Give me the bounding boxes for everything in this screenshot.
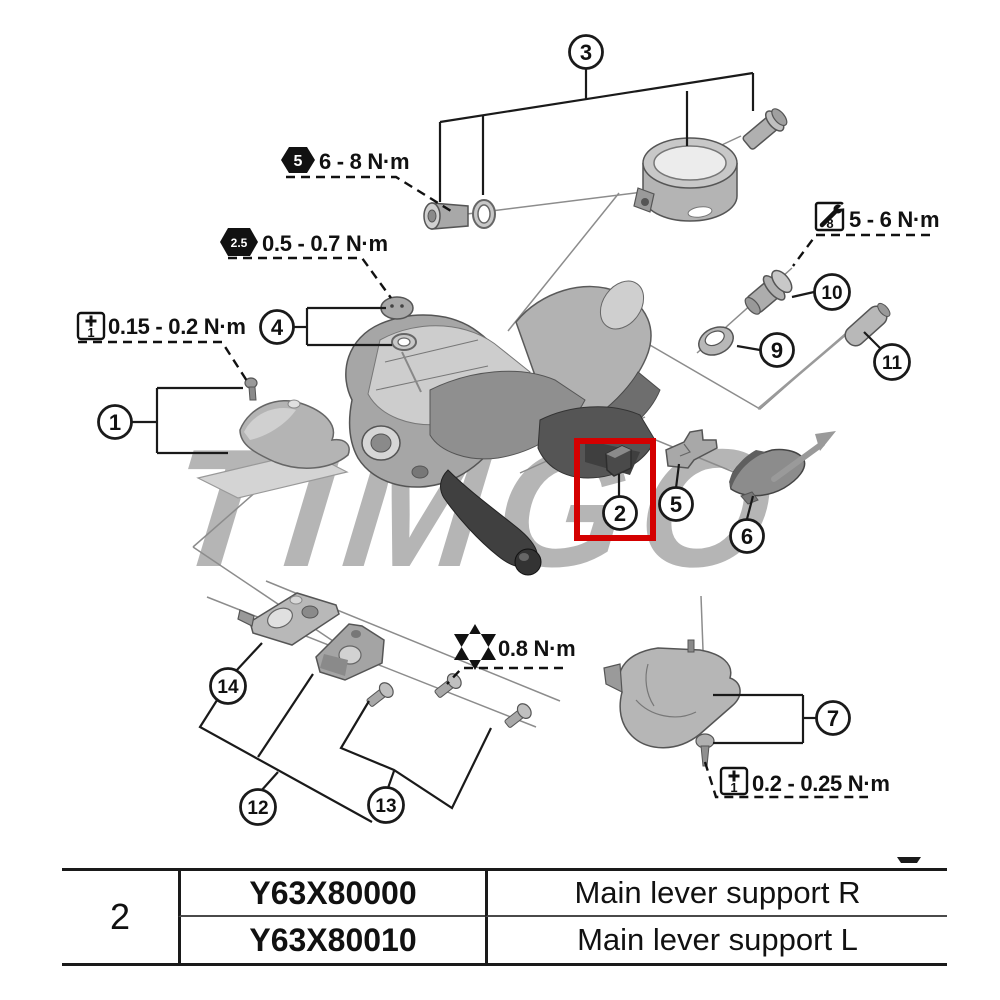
svg-text:5 - 6 N·m: 5 - 6 N·m <box>849 207 939 232</box>
part-main-lever-support-2 <box>605 445 632 477</box>
svg-text:0.15 - 0.2 N·m: 0.15 - 0.2 N·m <box>108 314 246 339</box>
part-cap-4 <box>380 296 417 351</box>
torx-star-icon <box>454 624 496 670</box>
callout-14: 14 <box>209 667 247 705</box>
callout-11: 11 <box>873 343 911 381</box>
part-screw-13a <box>366 682 394 707</box>
callout-12: 12 <box>239 788 277 826</box>
part-bushing-9 <box>698 326 734 356</box>
print-artifact <box>897 857 921 863</box>
svg-text:11: 11 <box>882 353 903 374</box>
svg-text:5: 5 <box>294 153 303 170</box>
callout-4: 4 <box>259 309 295 345</box>
torque-label-torx8: 8 0.8 N·m <box>446 624 576 685</box>
svg-text:7: 7 <box>827 706 839 731</box>
svg-text:0.5 - 0.7 N·m: 0.5 - 0.7 N·m <box>262 231 388 256</box>
part-bolt-3 <box>423 202 469 230</box>
red-highlight-box <box>574 438 656 541</box>
svg-text:5: 5 <box>670 492 682 517</box>
table-description-row1: Main lever support R <box>485 871 947 917</box>
callout-9: 9 <box>759 332 795 368</box>
callout-3: 3 <box>568 34 604 70</box>
svg-text:1: 1 <box>730 780 737 795</box>
hex-key-icon <box>220 228 258 256</box>
part-screw-13b <box>434 673 462 698</box>
svg-text:8: 8 <box>826 216 833 231</box>
svg-text:1: 1 <box>109 410 121 435</box>
direction-arrow-head <box>815 431 836 451</box>
part-o-ring-3 <box>472 199 496 229</box>
callout-6: 6 <box>729 518 765 554</box>
callout-connector-lines <box>132 69 883 823</box>
svg-text:6: 6 <box>741 524 753 549</box>
part-screw-7 <box>695 733 715 767</box>
svg-text:14: 14 <box>217 677 239 698</box>
torque-label-wrench8: 8 5 - 6 N·m <box>792 201 940 267</box>
svg-text:0.2 - 0.25 N·m: 0.2 - 0.25 N·m <box>752 771 890 796</box>
part-clamp-band-3 <box>633 137 738 222</box>
svg-text:6 - 8 N·m: 6 - 8 N·m <box>319 149 409 174</box>
part-clamp-screw-3 <box>742 108 788 150</box>
torque-label-hex5: 5 6 - 8 N·m <box>281 147 452 213</box>
part-screw-13c <box>504 703 532 728</box>
direction-arrow <box>771 441 825 482</box>
svg-text:2: 2 <box>614 501 626 526</box>
svg-text:10: 10 <box>821 283 842 304</box>
table-description-row2: Main lever support L <box>485 917 947 963</box>
svg-text:3: 3 <box>580 40 592 65</box>
callout-7: 7 <box>815 700 851 736</box>
svg-text:12: 12 <box>247 798 268 819</box>
callout-10: 10 <box>813 273 851 311</box>
part-bolt-10 <box>744 269 793 315</box>
table-item-number: 2 <box>109 896 131 937</box>
part-cover-plate-6 <box>729 431 836 505</box>
hex-key-icon <box>281 147 315 173</box>
callout-5: 5 <box>658 486 694 522</box>
svg-text:9: 9 <box>771 338 783 363</box>
table-part-number-row2: Y63X80010 <box>178 917 485 963</box>
torque-label-phillips1-bottom: 1 0.2 - 0.25 N·m <box>703 761 890 799</box>
part-bracket-12 <box>315 623 385 681</box>
callout-13: 13 <box>367 786 405 824</box>
torque-label-phillips1-top: 1 0.15 - 0.2 N·m <box>76 311 249 382</box>
parts-table: 2 Y63X80000 Main lever support R Y63X800… <box>62 868 947 966</box>
svg-text:2.5: 2.5 <box>231 236 248 250</box>
part-screw-1 <box>244 377 258 401</box>
part-clip-5 <box>665 429 718 469</box>
part-bracket-cover-7 <box>603 639 741 749</box>
part-lever-1 <box>196 399 350 499</box>
torque-label-hex2-5: 2.5 0.5 - 0.7 N·m <box>220 228 392 299</box>
svg-text:8: 8 <box>470 638 479 657</box>
part-cable-end-11 <box>757 302 891 410</box>
svg-text:13: 13 <box>375 796 396 817</box>
table-part-number-row1: Y63X80000 <box>178 871 485 917</box>
svg-text:4: 4 <box>271 315 284 340</box>
part-plate-14 <box>237 592 340 646</box>
callout-1: 1 <box>97 404 133 440</box>
svg-text:0.8 N·m: 0.8 N·m <box>498 636 575 661</box>
svg-text:1: 1 <box>87 325 94 340</box>
callout-2: 2 <box>602 495 638 531</box>
